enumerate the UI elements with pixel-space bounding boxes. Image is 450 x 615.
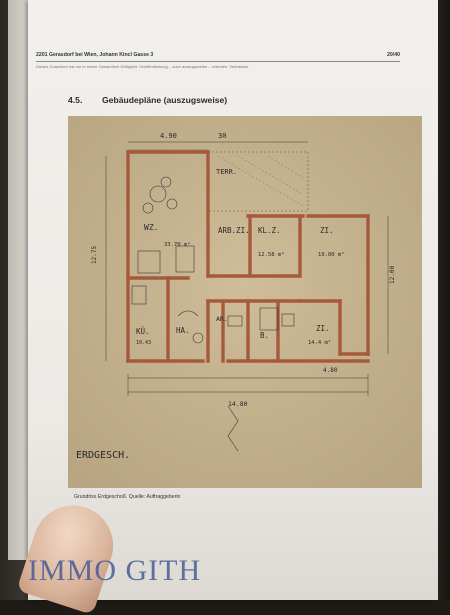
dim-left: 12.75 bbox=[91, 246, 98, 264]
dim-total: 14.80 bbox=[228, 400, 248, 408]
section-number: 4.5. bbox=[68, 95, 83, 105]
plan-caption: Grundriss Erdgeschoß. Quelle: Auftraggeb… bbox=[74, 494, 181, 500]
dim-top-b: 30 bbox=[218, 132, 226, 140]
room-terrace: TERR. bbox=[216, 168, 237, 176]
header-divider bbox=[36, 61, 400, 62]
dim-bottom: 4.80 bbox=[323, 367, 338, 374]
entry-mark bbox=[227, 405, 239, 452]
header-page-number: 20/40 bbox=[387, 52, 400, 58]
area-small: 12.58 m² bbox=[258, 251, 285, 258]
section-heading: 4.5. Gebäudepläne (auszugsweise) bbox=[68, 95, 227, 105]
walls bbox=[126, 150, 370, 363]
room-utility: HA. bbox=[176, 326, 190, 335]
dim-top-a: 4.90 bbox=[160, 132, 177, 140]
room-small: KL.Z. bbox=[258, 226, 281, 235]
area-bottom: 14.4 m² bbox=[308, 339, 331, 346]
terrace-outline bbox=[128, 149, 309, 212]
floor-plan-image: 4.90 30 TERR. WZ. 33.70 m² ARB.ZI. KL.Z.… bbox=[68, 116, 422, 488]
header-disclaimer: Dieses Gutachten hat nur in seiner Gesam… bbox=[36, 64, 250, 69]
furniture bbox=[131, 176, 295, 344]
section-title: Gebäudepläne (auszugsweise) bbox=[102, 95, 228, 105]
room-bottom: ZI. bbox=[316, 324, 330, 333]
watermark-text: IMMO GITH bbox=[28, 554, 202, 587]
watermark-logo: IMMO GITH bbox=[28, 548, 258, 590]
dimension-lines bbox=[105, 141, 389, 396]
floor-label: ERDGESCH. bbox=[76, 450, 130, 461]
room-storage: AR. bbox=[216, 315, 228, 323]
room-kitchen: KÜ. bbox=[136, 327, 150, 336]
area-living: 33.70 m² bbox=[164, 241, 191, 248]
area-right: 19.00 m² bbox=[318, 251, 345, 258]
room-bath: B. bbox=[260, 331, 269, 340]
room-study: ARB.ZI. bbox=[218, 226, 250, 235]
dim-right: 12.00 bbox=[389, 266, 396, 284]
room-right: ZI. bbox=[320, 226, 334, 235]
page-header: 2201 Gerasdorf bei Wien, Johann Kincl Ga… bbox=[36, 52, 400, 64]
room-living: WZ. bbox=[144, 223, 158, 232]
header-address: 2201 Gerasdorf bei Wien, Johann Kincl Ga… bbox=[36, 52, 154, 58]
floor-plan-drawing: 4.90 30 TERR. WZ. 33.70 m² ARB.ZI. KL.Z.… bbox=[68, 116, 422, 488]
area-kitchen: 10.43 bbox=[136, 340, 151, 346]
background-right bbox=[434, 0, 450, 600]
